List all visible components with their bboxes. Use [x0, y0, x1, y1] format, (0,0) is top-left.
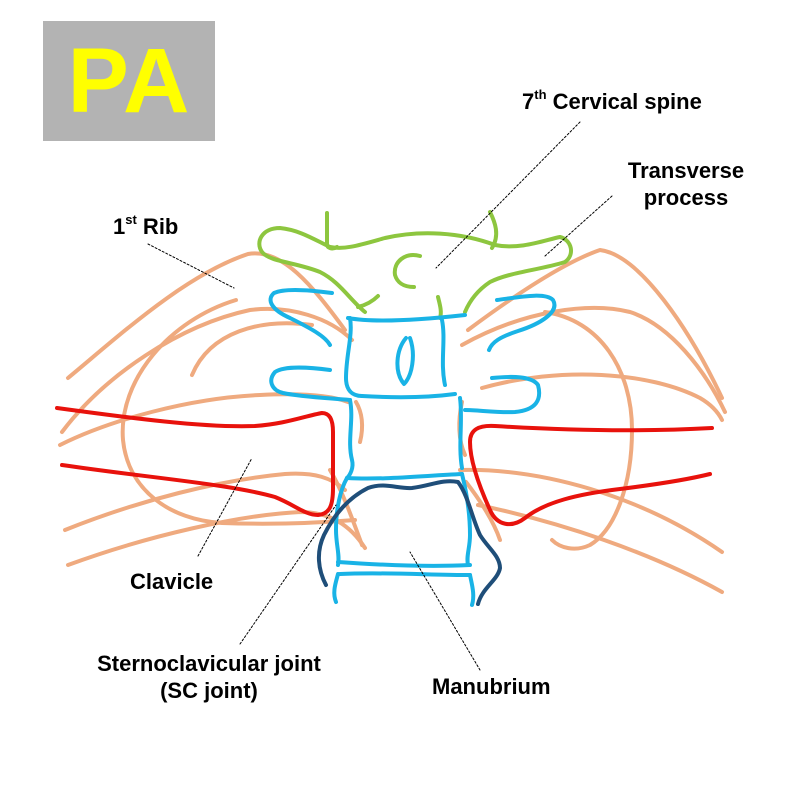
vertebra-right-edge [440, 318, 447, 387]
label-sc-joint: Sternoclavicular joint (SC joint) [74, 650, 344, 704]
cervical-left-transverse-process [257, 226, 367, 314]
leader-clavicle [197, 457, 253, 557]
lower-left-transverse-process [269, 365, 352, 402]
vertebra3-right-edge [460, 472, 472, 567]
vertebra2-right-edge [458, 396, 464, 470]
vertebra4-top-edge [338, 571, 472, 577]
vertebra2-left-edge [345, 398, 355, 480]
vertebra4-right-edge [468, 573, 476, 607]
label-first-rib-suffix: st [125, 211, 137, 227]
rib-curve [63, 471, 347, 532]
label-cervical-spine-number: 7 [522, 89, 535, 114]
rib-curve [58, 392, 350, 447]
vertebra-left-edge [344, 316, 364, 398]
label-clavicle: Clavicle [130, 569, 214, 594]
rib-curve [464, 480, 502, 542]
upper-left-transverse-process [268, 288, 334, 347]
label-sc-joint-line1: Sternoclavicular joint [97, 651, 321, 676]
rib-curve [66, 251, 347, 380]
label-cervical-spine-text: Cervical spine [546, 89, 702, 114]
cervical-body-outline [328, 231, 573, 314]
label-sc-joint-line2: (SC joint) [160, 678, 258, 703]
cervical-small-right [436, 295, 443, 320]
cervical-right-mark [488, 210, 499, 250]
rib-curve [460, 306, 727, 414]
leader-first-rib [147, 243, 235, 289]
label-manubrium: Manubrium [432, 674, 551, 699]
rib-curve [60, 307, 354, 434]
label-cervical-spine: 7th Cervical spine [522, 88, 702, 115]
cervical-spinous-process [392, 253, 422, 289]
cervical-small-left [356, 294, 380, 309]
rib-curve [543, 310, 634, 551]
label-first-rib-number: 1 [113, 214, 126, 239]
leader-transverse-process [544, 195, 613, 257]
rib-curve [354, 400, 365, 444]
vertebra2-bottom-edge [345, 472, 464, 481]
manubrium-outline [317, 479, 502, 606]
label-first-rib-text: Rib [136, 214, 179, 239]
leader-cervical-spine [435, 121, 581, 269]
lower-right-transverse-process [463, 374, 542, 415]
vertebra3-bottom-edge [336, 560, 472, 568]
label-first-rib: 1st Rib [113, 213, 178, 240]
rib-curve [66, 510, 367, 567]
spinous-process [395, 336, 415, 386]
label-transverse-process: Transverse process [586, 157, 786, 211]
label-cervical-spine-suffix: th [534, 86, 547, 102]
rib-curve [190, 321, 314, 377]
leader-manubrium [409, 551, 481, 671]
leader-sc-joint [239, 504, 337, 645]
rib-curve [120, 298, 357, 526]
right-clavicle [468, 423, 714, 527]
label-transverse-process-line1: Transverse [627, 158, 745, 183]
label-transverse-process-line2: process [643, 185, 729, 210]
upper-right-transverse-process [487, 293, 557, 352]
vertebra3-left-edge [334, 476, 349, 567]
left-clavicle [55, 406, 335, 517]
ribs [58, 248, 727, 594]
vertebra4-left-edge [332, 572, 340, 604]
rib-curve [480, 372, 724, 422]
rib-curve [458, 467, 724, 554]
cervical-left-mark [325, 211, 339, 251]
rib-curve [476, 503, 724, 594]
view-badge: PA [43, 21, 215, 141]
cervical-vertebra [257, 210, 573, 320]
vertebra-top-edge [346, 313, 467, 323]
vertebra-bottom-edge [360, 392, 457, 400]
view-badge-label: PA [67, 30, 191, 132]
leader-lines [147, 121, 613, 671]
thoracic-vertebrae [268, 288, 557, 607]
